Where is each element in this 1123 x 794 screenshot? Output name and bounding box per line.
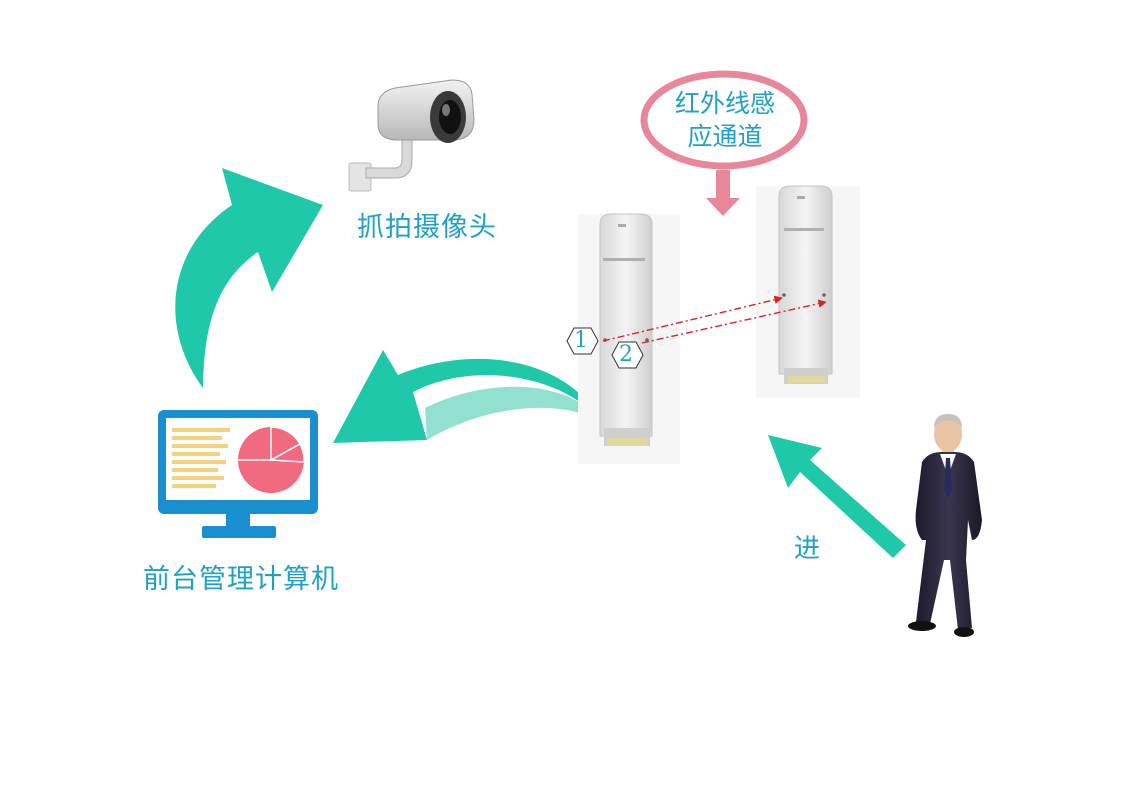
beam-marker-1-hexagon bbox=[566, 327, 599, 355]
sensor-label-line-1: 红外线感 bbox=[674, 89, 775, 118]
sensor-label-line-2: 应通道 bbox=[687, 122, 763, 151]
beam-marker-2: 2 bbox=[619, 342, 633, 367]
businessman-icon bbox=[908, 414, 982, 637]
arrow-entry bbox=[768, 435, 906, 558]
beam-marker-2-hexagon bbox=[611, 341, 644, 369]
cctv-camera-icon bbox=[348, 79, 475, 192]
beam-markers bbox=[566, 327, 644, 369]
entry-label: 进 bbox=[794, 534, 821, 564]
beam-marker-1: 1 bbox=[574, 328, 588, 353]
monitor-icon bbox=[158, 410, 318, 538]
infrared-beams bbox=[602, 295, 827, 344]
beam-2 bbox=[641, 299, 827, 344]
beam-1 bbox=[602, 295, 783, 342]
gate-antenna-right bbox=[756, 185, 860, 398]
pie-chart-icon bbox=[238, 426, 305, 493]
sensor-channel-label: 红外线感 应通道 bbox=[654, 87, 796, 153]
camera-label: 抓拍摄像头 bbox=[357, 212, 497, 243]
sensor-bubble bbox=[640, 70, 808, 216]
arrow-computer-to-camera bbox=[175, 168, 323, 388]
arrow-gate-to-computer bbox=[333, 350, 602, 443]
computer-label: 前台管理计算机 bbox=[143, 564, 339, 595]
report-lines bbox=[172, 428, 230, 488]
